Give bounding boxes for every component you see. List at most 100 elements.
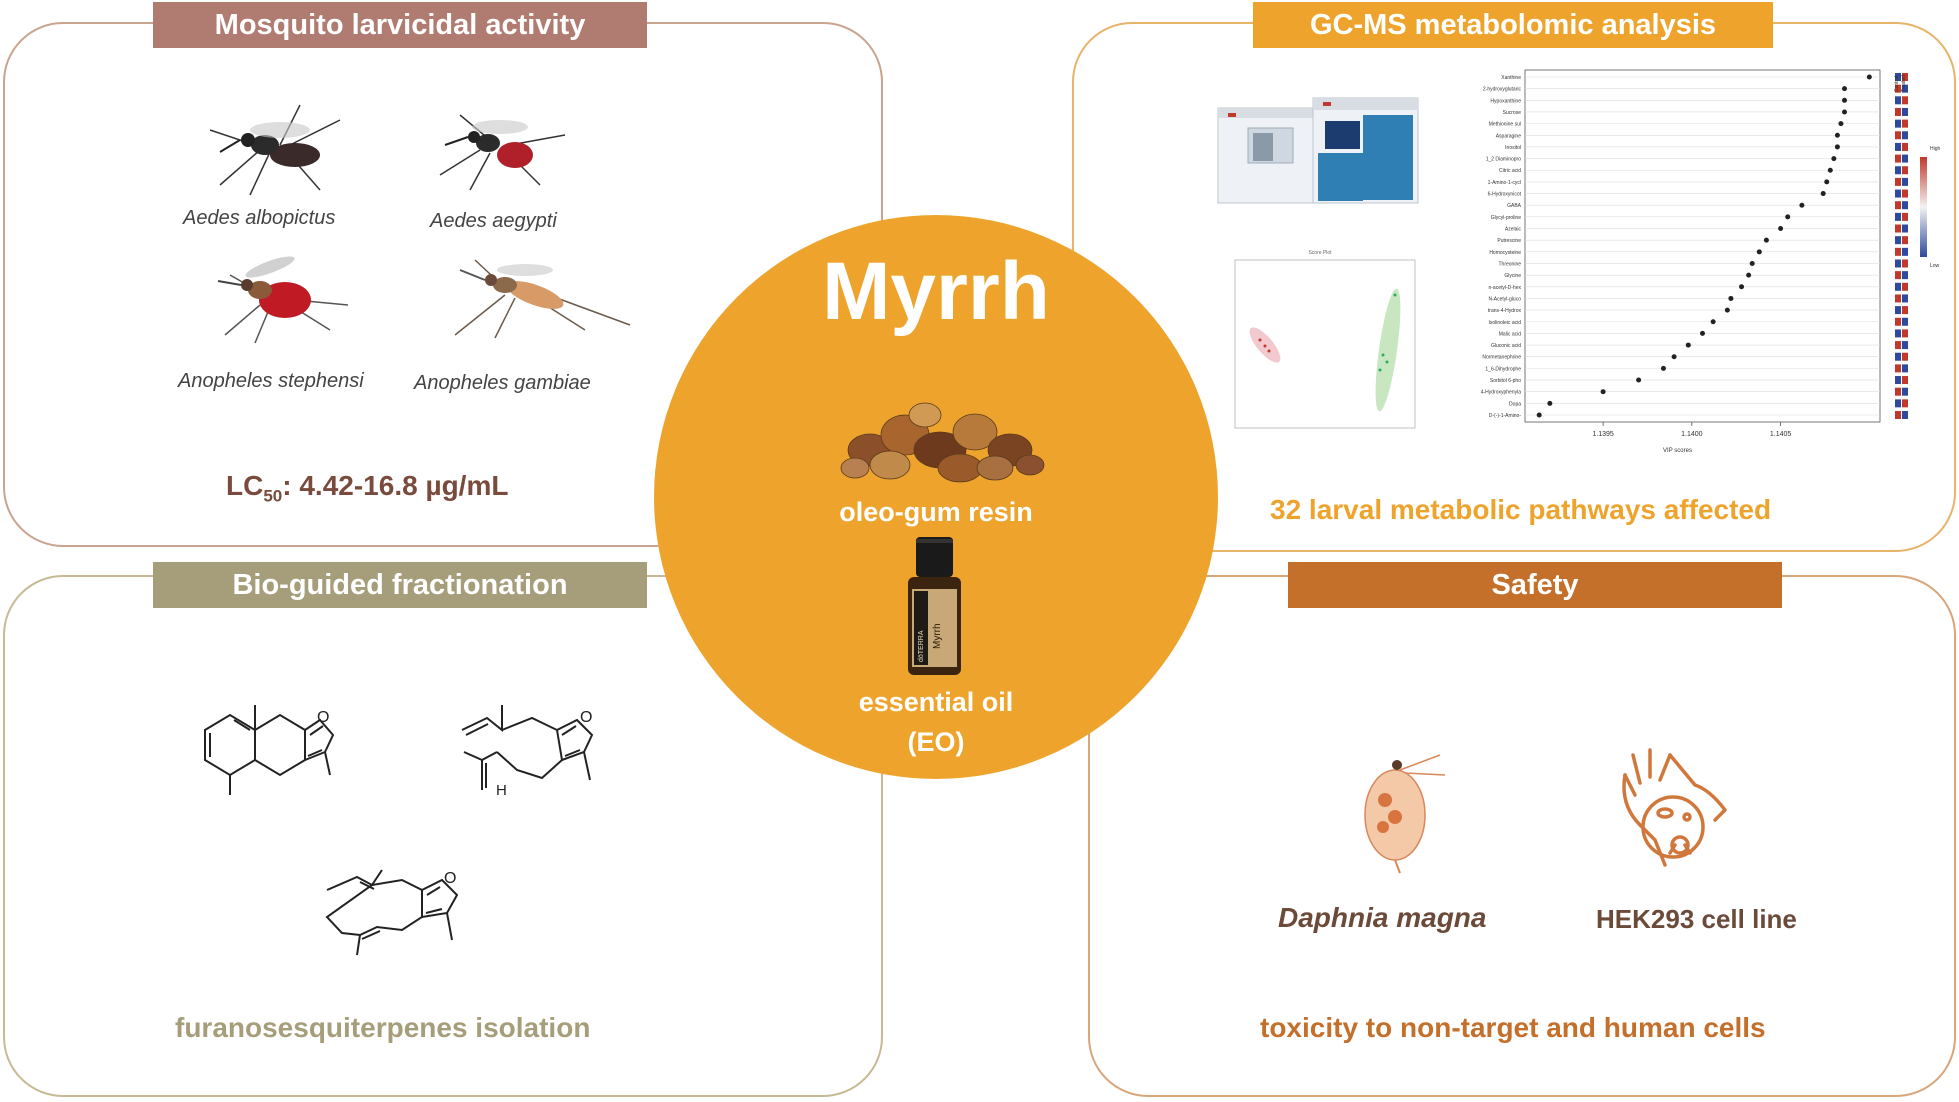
heatmap-cell-control [1895,224,1901,233]
heatmap-cell-control [1895,376,1901,385]
oxygen-label: O [317,709,329,726]
cell-line-icon [1622,748,1727,867]
aedes-aegypti-image [439,114,566,191]
legend-high-label: High [1930,146,1941,152]
heatmap-cell-control [1895,201,1901,210]
heatmap-cell-treated [1902,212,1908,221]
vip-metabolite-label: trans-4-Hydrox [1488,308,1522,314]
heatmap-cell-control [1895,399,1901,408]
vip-score-point [1536,412,1542,418]
heatmap-cell-treated [1902,154,1908,163]
species-label: Anopheles stephensi [178,370,364,392]
vip-metabolite-label: Gluconic acid [1491,343,1521,349]
legend-low-label: Low [1930,263,1940,269]
heatmap-cell-treated [1902,411,1908,419]
vip-score-point [1785,214,1791,220]
vip-x-tick-label: 1.1405 [1770,431,1792,438]
heatmap-color-scale [1920,157,1927,257]
vip-plot-frame [1524,69,1881,423]
heatmap-cell-control [1895,142,1901,151]
vip-score-point [1799,202,1805,208]
heatmap-cell-treated [1902,317,1908,326]
heatmap-cell-treated [1902,73,1908,81]
heatmap-cell-control [1895,247,1901,256]
heatmap-cell-treated [1902,96,1908,105]
vip-metabolite-label: GABA [1507,203,1522,209]
heatmap-cell-treated [1902,224,1908,233]
myrrh-circle: Myrrh oleo-gum resin dōTERRA Myrrh essen… [654,215,1218,779]
vip-metabolite-label: Isolinoleic acid [1488,320,1521,326]
heatmap-cell-control [1895,329,1901,338]
oil-label-line2: (EO) [907,727,965,757]
vip-score-point [1600,389,1606,395]
gcms-instrument-image [1217,97,1419,204]
vip-score-point [1842,97,1847,103]
vip-score-point [1838,121,1844,127]
vip-metabolite-label: Sorbitol 6-pho [1490,378,1521,384]
lc50-range: : 4.42-16.8 µg/mL [282,470,509,501]
vip-score-point [1834,132,1840,138]
heatmap-cell-control [1895,154,1901,163]
vip-score-point [1636,377,1642,383]
vip-metabolite-label: Azelaic [1505,227,1522,233]
score-plot-title: Score Plot [1308,250,1332,256]
vip-score-point [1842,109,1847,115]
vip-metabolite-label: 2-hydroxyglutaric [1483,87,1522,93]
heatmap-cell-treated [1902,131,1908,140]
bottle-brand: dōTERRA [918,630,925,662]
vip-metabolite-label: N-Acetyl-gluco [1488,296,1521,302]
oil-label-line1: essential oil [858,687,1014,717]
vip-metabolite-label: 1_6-Dihydrophe [1485,366,1521,372]
vip-metabolite-label: n-acetyl-D-hex [1488,285,1521,291]
vip-score-point [1866,74,1872,80]
heatmap-cell-treated [1902,142,1908,151]
heatmap-cell-treated [1902,282,1908,291]
heatmap-cell-control [1895,387,1901,396]
heatmap-cell-treated [1902,387,1908,396]
safety-summary: toxicity to non-target and human cells [1260,1012,1766,1043]
fractionation-title: Bio-guided fractionation [153,562,647,608]
vip-score-point [1547,400,1553,406]
heatmap-cell-control [1895,177,1901,186]
vip-score-point [1728,295,1734,301]
gcms-title: GC-MS metabolomic analysis [1253,2,1773,48]
hydrogen-label: H [496,782,507,799]
vip-score-point [1660,365,1666,371]
vip-score-point [1824,179,1830,185]
heatmap-cell-treated [1902,271,1908,280]
vip-metabolite-label: Inositol [1505,145,1521,151]
furanosesquiterpene-structure-3: O [325,869,459,956]
vip-metabolite-label: Glycyl-proline [1491,215,1522,221]
gcms-summary: 32 larval metabolic pathways affected [1270,494,1772,525]
vip-score-point [1834,144,1840,150]
vip-metabolite-label: 6-Hydroxynicot [1488,192,1522,198]
heatmap-cell-treated [1902,201,1908,210]
vip-score-point [1820,191,1826,197]
heatmap-cell-treated [1902,119,1908,128]
hek293-label: HEK293 cell line [1596,904,1797,934]
heatmap-cell-control [1895,341,1901,350]
vip-metabolite-label: Dopa [1509,401,1521,407]
heatmap-cell-control [1895,317,1901,326]
heatmap-cell-control [1895,364,1901,373]
heatmap-cell-control [1895,282,1901,291]
heatmap-cell-treated [1902,84,1908,93]
vip-score-point [1739,284,1745,290]
heatmap-cell-control [1895,96,1901,105]
myrrh-title: Myrrh [822,246,1050,337]
anopheles-gambiae-image [454,259,631,339]
heatmap-cell-treated [1902,189,1908,198]
heatmap-cell-control [1895,259,1901,268]
vip-score-point [1831,156,1837,162]
score-plot: Score Plot [1234,250,1416,429]
lc50-value: LC50: 4.42-16.8 µg/mL [226,470,508,507]
vip-metabolite-label: Methionine sul [1489,122,1521,128]
daphnia-image [1364,754,1446,874]
vip-metabolite-label: Sucrose [1503,110,1522,116]
heatmap-cell-control [1895,73,1901,81]
bottle-label: Myrrh [932,623,943,649]
daphnia-label: Daphnia magna [1278,902,1487,933]
vip-metabolite-label: 1-Amino-1-cycl [1488,180,1521,186]
safety-title: Safety [1288,562,1782,608]
heatmap-cell-control [1895,84,1901,93]
